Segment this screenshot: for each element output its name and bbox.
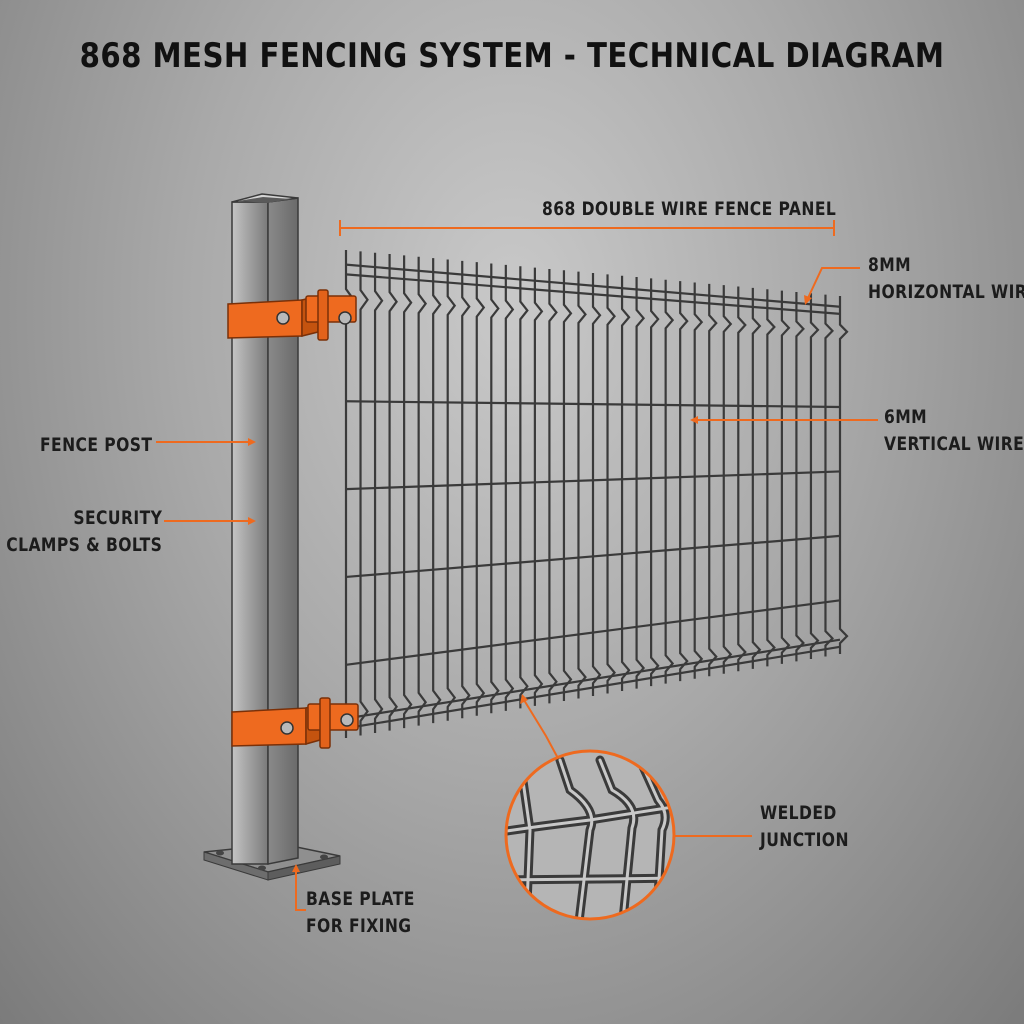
- vertical-wire: [359, 251, 369, 736]
- vertical-wire: [548, 268, 558, 704]
- welded-junction-label: WELDED JUNCTION: [760, 802, 849, 851]
- vertical-wire: [751, 287, 762, 669]
- vertical-wire: [708, 283, 718, 677]
- vertical-wire: [388, 254, 398, 731]
- vertical-wire: [664, 279, 675, 684]
- vertical-wire: [577, 271, 587, 699]
- vertical-wire: [562, 270, 573, 701]
- clamps-label: SECURITY CLAMPS & BOLTS: [5, 507, 162, 556]
- fence-panel: [344, 250, 849, 738]
- welded-junction-detail: [504, 749, 676, 921]
- horizontal-wire: [345, 645, 841, 730]
- vertical-wire: [780, 290, 791, 664]
- vertical-wire: [606, 274, 616, 694]
- base-plate-leader: [295, 870, 306, 911]
- fence-post-label: FENCE POST: [40, 434, 153, 456]
- horizontal-wire: [345, 599, 841, 666]
- horizontal-wire-label: 8MM HORIZONTAL WIRE: [868, 254, 1024, 303]
- vertical-wire: [620, 275, 631, 692]
- vertical-wire: [490, 263, 500, 714]
- zoom-leader: [523, 699, 561, 763]
- clamps-arrow: [248, 517, 256, 525]
- vertical-wire: [519, 266, 529, 709]
- vertical-wire: [417, 256, 428, 726]
- vertical-wire-arrow: [690, 416, 698, 424]
- vertical-wire: [824, 294, 835, 657]
- vertical-wire: [795, 291, 805, 662]
- vertical-wire: [446, 259, 457, 721]
- vertical-wire: [679, 281, 689, 682]
- horizontal-wire: [345, 534, 841, 579]
- horizontal-wire: [345, 638, 841, 720]
- vertical-wire: [838, 296, 849, 654]
- panel-label: 868 DOUBLE WIRE FENCE PANEL: [542, 198, 837, 220]
- horizontal-wire: [345, 273, 841, 315]
- vertical-wire: [403, 255, 413, 729]
- vertical-wire: [461, 260, 471, 719]
- page-title: 868 MESH FENCING SYSTEM - TECHNICAL DIAG…: [79, 36, 945, 76]
- lower-clamp: [231, 697, 359, 749]
- horizontal-wire: [345, 470, 841, 491]
- base-plate-arrow: [292, 864, 300, 872]
- vertical-wire: [722, 285, 733, 674]
- base-plate-label: BASE PLATE FOR FIXING: [306, 888, 415, 937]
- fence-post-arrow: [248, 438, 256, 446]
- horizontal-wire-arrow: [804, 295, 812, 305]
- vertical-wire: [504, 264, 515, 711]
- vertical-wire: [693, 282, 704, 679]
- vertical-wire: [809, 293, 820, 659]
- vertical-wire: [373, 252, 384, 734]
- upper-clamp: [227, 289, 357, 341]
- vertical-wire: [432, 258, 442, 724]
- vertical-wire: [737, 286, 747, 672]
- vertical-wire: [475, 262, 486, 716]
- horizontal-wire-leader: [807, 267, 860, 299]
- vertical-wire: [533, 267, 544, 706]
- panel-dimension-line: [339, 220, 835, 236]
- zoom-arrow: [520, 694, 528, 704]
- vertical-wire: [591, 273, 602, 696]
- vertical-wire-label: 6MM VERTICAL WIRE: [884, 406, 1024, 455]
- horizontal-wire: [345, 400, 841, 409]
- vertical-wire: [635, 277, 646, 689]
- vertical-wire: [766, 289, 776, 667]
- vertical-wire: [650, 278, 660, 687]
- horizontal-wire: [345, 263, 841, 308]
